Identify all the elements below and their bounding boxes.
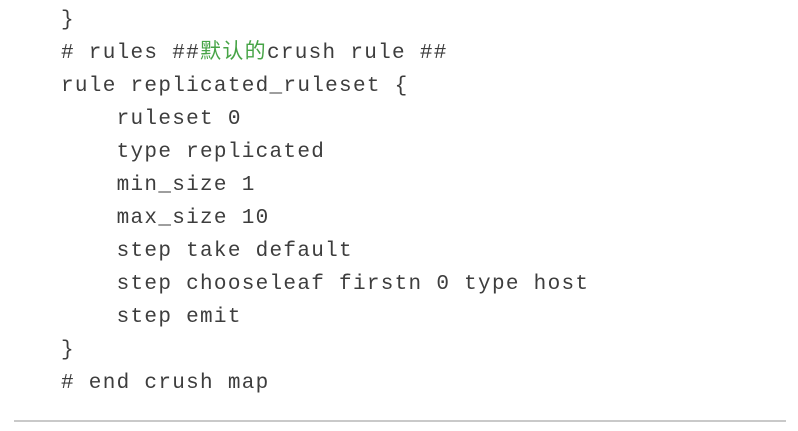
code-line: type replicated (61, 141, 326, 164)
code-line: # end crush map (61, 372, 270, 395)
code-line: step chooseleaf firstn 0 type host (61, 273, 590, 296)
code-line: rule replicated_ruleset { (61, 75, 409, 98)
comment-text: # rules ## (61, 42, 201, 65)
code-line: } (61, 339, 75, 362)
footer-divider (14, 420, 786, 422)
code-line-comment: # rules ##默认的crush rule ## (61, 37, 589, 70)
code-line: step take default (61, 240, 353, 263)
code-line: max_size 10 (61, 207, 270, 230)
code-line: min_size 1 (61, 174, 256, 197)
code-block: } # rules ##默认的crush rule ## rule replic… (61, 4, 589, 400)
highlighted-comment-text: 默认的 (200, 42, 267, 65)
code-line: step emit (61, 306, 242, 329)
code-line: ruleset 0 (61, 108, 242, 131)
code-line: } (61, 9, 75, 32)
comment-text: crush rule ## (266, 42, 448, 65)
